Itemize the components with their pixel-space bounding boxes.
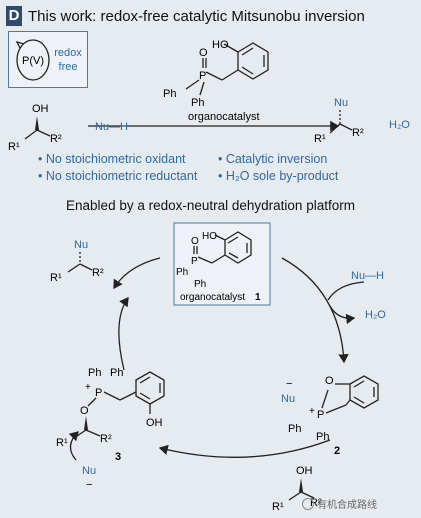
bullet-h2o-byproduct: • H₂O sole by-product [218, 169, 339, 183]
int2-minus: − [286, 378, 292, 390]
cycle-product-nu: Nu [74, 239, 88, 251]
int3-number: 3 [115, 451, 121, 463]
int2-ph2: Ph [316, 431, 329, 443]
int3-plus: + [85, 382, 91, 393]
bullet-no-oxidant: • No stoichiometric oxidant [38, 152, 186, 166]
top-catalyst-ph1: Ph [163, 88, 176, 100]
sn2-arrow [118, 296, 129, 371]
nu-h-in-arrow [327, 281, 365, 301]
catalyst-1-label: organocatalyst [180, 292, 245, 303]
intermediate-2: Nu − + P O Ph Ph 2 [281, 375, 379, 457]
h2o-out-arrow [329, 305, 356, 325]
int3-ph1: Ph [88, 367, 101, 379]
watermark-icon [302, 497, 314, 510]
byproduct-label: H₂O [389, 119, 410, 131]
pv-cycle-box [8, 31, 88, 88]
product-r1: R¹ [314, 133, 326, 145]
watermark-text: 有机合成路线 [317, 500, 377, 511]
bullet-catalytic-inversion: • Catalytic inversion [218, 152, 328, 166]
top-catalyst-ho: HO [212, 39, 229, 51]
int2-number: 2 [334, 445, 340, 457]
catalyst-1-o: O [191, 236, 199, 247]
catalyst-1-structure: HO P O Ph Ph organocatalyst 1 [176, 231, 261, 303]
bottom-alcohol-oh: OH [296, 465, 313, 477]
top-catalyst-ph2: Ph [191, 97, 204, 109]
top-catalyst-structure: HO P O Ph Ph organocatalyst [163, 39, 269, 123]
top-catalyst-o: O [199, 47, 208, 59]
int3-attack-arrow [68, 431, 79, 461]
catalyst-1-ph2: Ph [194, 279, 206, 290]
int3-r1: R¹ [56, 437, 68, 449]
free-label: free [59, 61, 78, 73]
catalyst-1-ph1: Ph [176, 267, 188, 278]
top-catalyst-label: organocatalyst [188, 111, 260, 123]
int2-plus: + [309, 406, 315, 417]
int3-oh: OH [146, 417, 163, 429]
cycle-h2o: H₂O [365, 309, 386, 321]
int3-o: O [80, 405, 89, 417]
pv-cycle-circle [16, 39, 50, 81]
int3-r2: R² [100, 433, 112, 445]
int2-ph1: Ph [288, 423, 301, 435]
panel-subtitle: Enabled by a redox-neutral dehydration p… [66, 198, 355, 213]
product-nu: Nu [334, 97, 348, 109]
redox-label: redox [54, 47, 82, 59]
catalyst-1-ho: HO [202, 231, 217, 242]
intermediate-3: Ph Ph + P OH O R¹ R² 3 Nu − [56, 367, 165, 491]
catalyst-1-box [173, 222, 271, 306]
int3-p: P [95, 387, 102, 399]
pv-label: P(V) [22, 55, 44, 67]
panel-title: D This work: redox-free catalytic Mitsun… [6, 4, 365, 28]
alcohol-r1: R¹ [8, 141, 20, 153]
top-catalyst-p: P [199, 70, 206, 82]
panel-letter: D [6, 6, 22, 26]
catalyst-1-p: P [191, 256, 198, 267]
int2-o: O [325, 375, 334, 387]
product-r2: R² [352, 127, 364, 139]
bottom-alcohol-r1: R¹ [272, 501, 284, 513]
bottom-alcohol: OH R¹ R² [272, 465, 322, 513]
activation-arrow [158, 439, 331, 458]
int3-nu: Nu [82, 465, 96, 477]
cycle-product-r1: R¹ [50, 272, 62, 284]
bullet-no-reductant: • No stoichiometric reductant [38, 169, 198, 183]
dehydration-arrow [281, 257, 349, 364]
panel-title-text: This work: redox-free catalytic Mitsunob… [28, 7, 365, 25]
alcohol-oh: OH [32, 103, 49, 115]
alcohol-r2: R² [50, 133, 62, 145]
int3-ph2: Ph [110, 367, 123, 379]
int3-minus: − [86, 479, 92, 491]
pv-cycle-arrowhead [15, 40, 25, 49]
catalyst-1-number: 1 [255, 292, 261, 303]
cycle-nu-h: Nu—H [351, 270, 384, 282]
watermark: 有机合成路线 [302, 496, 377, 511]
int2-nu: Nu [281, 393, 295, 405]
bottom-alcohol-r2: R² [310, 497, 322, 509]
cycle-product-r2: R² [92, 267, 104, 279]
release-product-arrow [113, 257, 161, 290]
cycle-product: Nu R¹ R² [50, 239, 104, 284]
inverted-product: Nu R¹ R² [314, 97, 364, 145]
starting-alcohol: OH R¹ R² [8, 103, 62, 153]
int2-p: P [317, 409, 324, 421]
nucleophile-label: Nu—H [95, 121, 128, 133]
feature-bullets: • No stoichiometric oxidant • Catalytic … [38, 152, 408, 183]
